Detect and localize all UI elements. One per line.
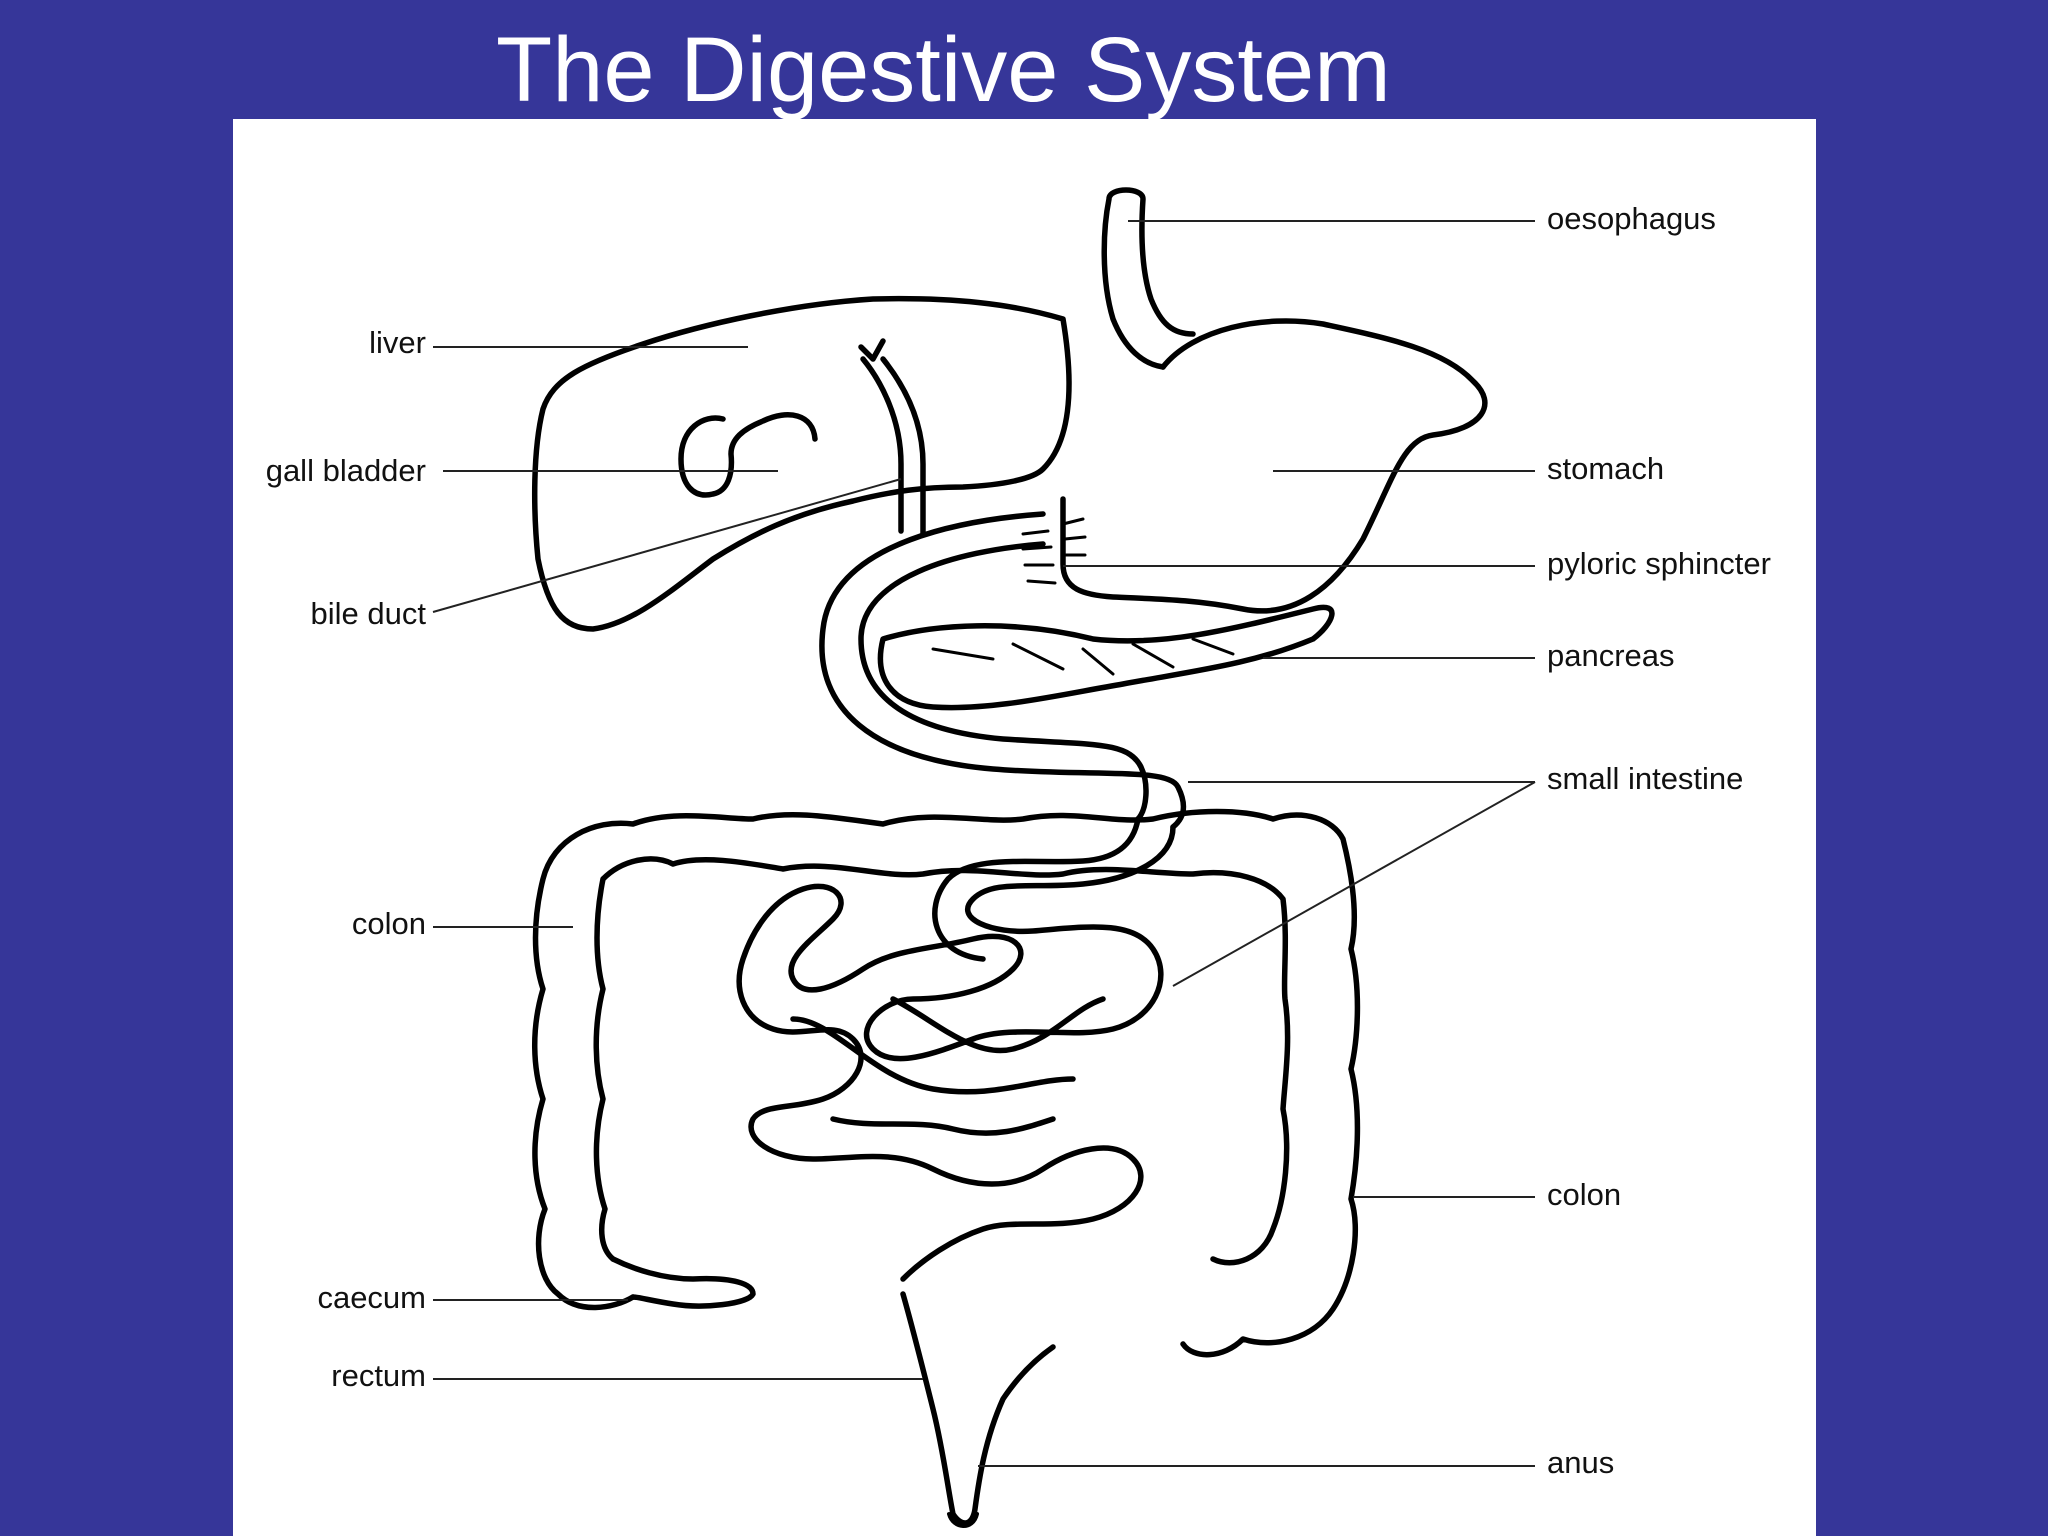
pyloric-sphincter-shape [1021,517,1087,585]
leader-line-small-intestine-b [1172,781,1536,987]
bile-duct-shape [858,338,926,537]
colon-shape [532,808,1361,1358]
label-rectum: rectum [331,1358,426,1393]
label-oesophagus: oesophagus [1547,201,1716,236]
label-pyloric-sphincter: pyloric sphincter [1547,546,1771,581]
leader-line-bile-duct [432,478,902,613]
digestive-system-diagram: liver gall bladder bile duct colon caecu… [266,187,1771,1528]
small-intestine-shape [736,816,1176,1282]
oesophagus-shape [1101,187,1196,370]
label-colon-right: colon [1547,1177,1621,1212]
pancreas-shape [877,604,1335,711]
label-stomach: stomach [1547,451,1664,486]
labels-left: liver gall bladder bile duct colon caecu… [266,325,427,1393]
pancreas-detail [931,637,1235,676]
slide-title: The Digestive System [496,19,1391,121]
label-bile-duct: bile duct [311,596,427,631]
stomach-shape [1060,318,1488,614]
label-pancreas: pancreas [1547,638,1675,673]
label-small-intestine: small intestine [1547,761,1743,796]
anus-shape [947,1512,979,1528]
rectum-shape [900,1291,1056,1526]
label-liver: liver [369,325,426,360]
caecum-shape [610,1256,756,1309]
gall-bladder-shape [678,412,818,498]
label-caecum: caecum [317,1280,426,1315]
duodenum-shape [819,511,1187,830]
liver-shape [531,295,1072,632]
label-gall-bladder: gall bladder [266,453,426,488]
diagram-panel: liver gall bladder bile duct colon caecu… [233,119,1816,1536]
label-anus: anus [1547,1445,1614,1480]
leader-lines [432,220,1536,1467]
labels-right: oesophagus stomach pyloric sphincter pan… [1547,201,1771,1480]
label-colon-left: colon [352,906,426,941]
